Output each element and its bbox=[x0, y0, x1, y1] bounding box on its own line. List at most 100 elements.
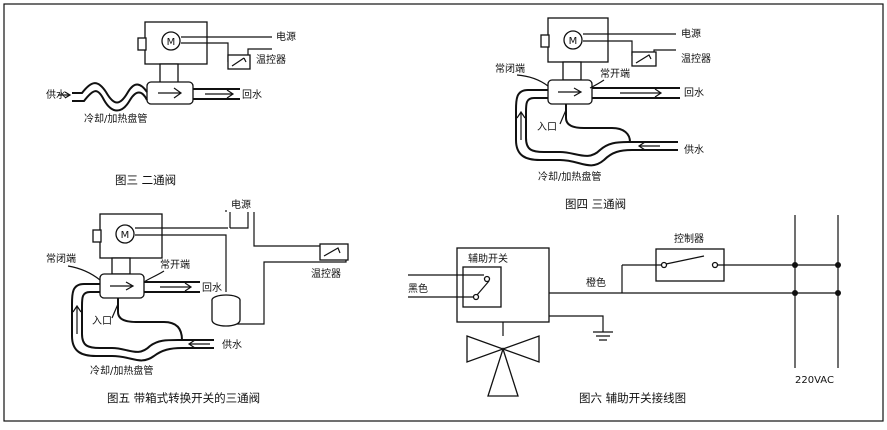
fig5-supply-label: 供水 bbox=[222, 338, 242, 351]
fig6-caption: 图六 辅助开关接线图 bbox=[579, 391, 686, 405]
fig3-actuator-knob bbox=[137, 37, 147, 51]
fig6-controller-contact-b bbox=[711, 261, 719, 269]
fig3-return-label: 回水 bbox=[242, 89, 262, 101]
fig4-actuator-knob bbox=[540, 34, 550, 48]
fig5-no-leader bbox=[143, 270, 165, 283]
fig5-switch-box-body bbox=[211, 300, 241, 327]
fig3-supply-arrow-icon bbox=[58, 91, 72, 99]
fig6-controller-contact-a bbox=[660, 261, 668, 269]
fig4-coil-arrow-icon bbox=[516, 110, 526, 140]
fig4-supply-label: 供水 bbox=[684, 143, 704, 156]
fig3-two-way-valve: M 电源 温控器 供水 回水 冷却/加热盘管 图三 二通阀 bbox=[46, 21, 296, 187]
fig4-return-label: 回水 bbox=[684, 87, 704, 99]
fig3-coil-label: 冷却/加热盘管 bbox=[84, 112, 147, 125]
fig4-no-leader bbox=[589, 79, 605, 89]
fig5-power-label: 电源 bbox=[231, 198, 251, 211]
fig4-coil-label: 冷却/加热盘管 bbox=[538, 170, 601, 183]
fig5-coil-pipe-inner bbox=[81, 291, 214, 353]
fig6-aux-switch-wiring: 辅助开关 黑色 橙色 控制器 220VAC 图六 辅助开关接线图 bbox=[408, 215, 841, 405]
fig3-motor-icon bbox=[161, 31, 181, 51]
fig3-thermostat-label: 温控器 bbox=[256, 53, 286, 66]
fig3-return-pipe bbox=[193, 88, 240, 100]
fig6-aux-switch-blade bbox=[476, 280, 490, 296]
fig4-no-label: 常开端 bbox=[600, 67, 630, 80]
fig4-nc-label: 常闭端 bbox=[495, 62, 525, 75]
fig5-flow-arrow-icon bbox=[110, 281, 135, 291]
fig5-supply-arrow-icon bbox=[187, 339, 210, 349]
fig6-aux-contact-a bbox=[472, 293, 480, 301]
fig6-orange-label: 橙色 bbox=[586, 276, 606, 289]
fig4-thermostat-box bbox=[631, 51, 657, 67]
fig4-three-way-valve: M 电源 温控器 回水 供水 常闭端 常开端 入口 冷却/加热盘管 图四 三通阀 bbox=[495, 17, 711, 211]
fig3-supply-label: 供水 bbox=[46, 88, 66, 101]
fig5-return-pipe bbox=[144, 281, 200, 293]
fig5-inlet-leader bbox=[111, 303, 119, 319]
fig6-controller-blade bbox=[665, 255, 705, 265]
fig5-three-way-with-switch: M 电源 温控器 回水 供水 常闭端 常开端 入口 冷却/加热盘管 图五 带 bbox=[46, 198, 349, 405]
fig5-actuator-knob bbox=[92, 229, 102, 243]
fig4-return-pipe bbox=[592, 87, 680, 99]
fig5-inlet-label: 入口 bbox=[92, 316, 112, 327]
fig4-inlet-label: 入口 bbox=[537, 122, 557, 133]
fig5-power-wire bbox=[135, 210, 249, 292]
fig3-thermostat-switch-icon bbox=[231, 57, 247, 67]
fig3-coil-pipe-bottom bbox=[72, 90, 148, 112]
fig4-supply-arrow-icon bbox=[637, 141, 660, 151]
fig5-return-label: 回水 bbox=[202, 282, 222, 294]
fig3-coil-pipe-top bbox=[72, 82, 148, 104]
fig4-return-arrow-icon bbox=[620, 88, 663, 98]
fig6-voltage-label: 220VAC bbox=[795, 375, 834, 386]
outer-frame bbox=[3, 3, 884, 422]
fig5-nc-leader bbox=[67, 265, 101, 281]
fig3-motor-label: M bbox=[167, 37, 176, 48]
fig5-nc-label: 常闭端 bbox=[46, 252, 76, 265]
fig6-aux-switch-label: 辅助开关 bbox=[468, 252, 508, 265]
fig3-return-arrow-icon bbox=[205, 89, 235, 99]
fig6-controller-label: 控制器 bbox=[674, 232, 704, 245]
fig6-black-label: 黑色 bbox=[408, 282, 428, 295]
fig4-thermostat-switch-icon bbox=[635, 54, 652, 64]
fig4-thermostat-wire bbox=[653, 49, 676, 56]
fig4-nc-leader bbox=[516, 74, 549, 87]
fig4-motor-icon bbox=[563, 30, 583, 50]
fig4-thermostat-label: 温控器 bbox=[681, 52, 711, 65]
fig3-flow-arrow-icon bbox=[158, 87, 183, 99]
fig4-bypass-pipe bbox=[565, 104, 631, 143]
fig4-stem bbox=[562, 61, 582, 81]
fig6-aux-contact-b bbox=[483, 275, 491, 283]
fig5-thermostat-wire-b bbox=[236, 252, 347, 325]
fig6-aux-switch-box bbox=[462, 266, 502, 308]
fig5-return-arrow-icon bbox=[160, 282, 193, 292]
fig3-power-label: 电源 bbox=[276, 30, 296, 43]
fig3-stem bbox=[159, 63, 179, 85]
fig5-coil-label: 冷却/加热盘管 bbox=[90, 364, 153, 377]
fig5-motor-label: M bbox=[121, 230, 130, 241]
fig5-stem bbox=[111, 257, 131, 275]
fig5-coil-arrow-icon bbox=[72, 304, 82, 334]
fig6-controller-wire bbox=[621, 264, 795, 293]
fig4-power-wire bbox=[583, 33, 676, 56]
fig5-coil-pipe-outer bbox=[71, 283, 214, 362]
fig6-ground-icon bbox=[549, 315, 613, 341]
fig6-rail-bridges bbox=[795, 264, 838, 294]
fig6-valve-triangle bbox=[487, 346, 519, 397]
fig6-power-rails bbox=[794, 215, 839, 368]
fig3-caption: 图三 二通阀 bbox=[115, 173, 176, 187]
fig5-thermostat-switch-icon bbox=[323, 247, 341, 257]
fig5-bypass-pipe bbox=[117, 298, 183, 341]
fig5-thermostat-wire-a bbox=[229, 212, 328, 247]
fig4-caption: 图四 三通阀 bbox=[565, 197, 626, 211]
fig4-power-label: 电源 bbox=[681, 27, 701, 40]
fig5-thermostat-label: 温控器 bbox=[311, 267, 341, 280]
fig4-flow-arrow-icon bbox=[558, 87, 583, 97]
fig4-coil-pipe-outer bbox=[515, 89, 678, 167]
fig4-coil-pipe-inner bbox=[525, 97, 678, 157]
fig5-motor-icon bbox=[115, 224, 135, 244]
fig4-inlet-leader bbox=[559, 109, 567, 125]
fig5-no-label: 常开端 bbox=[160, 258, 190, 271]
fig5-caption: 图五 带箱式转换开关的三通阀 bbox=[107, 391, 260, 405]
fig5-thermostat-box bbox=[319, 243, 349, 261]
fig4-motor-label: M bbox=[569, 36, 578, 47]
